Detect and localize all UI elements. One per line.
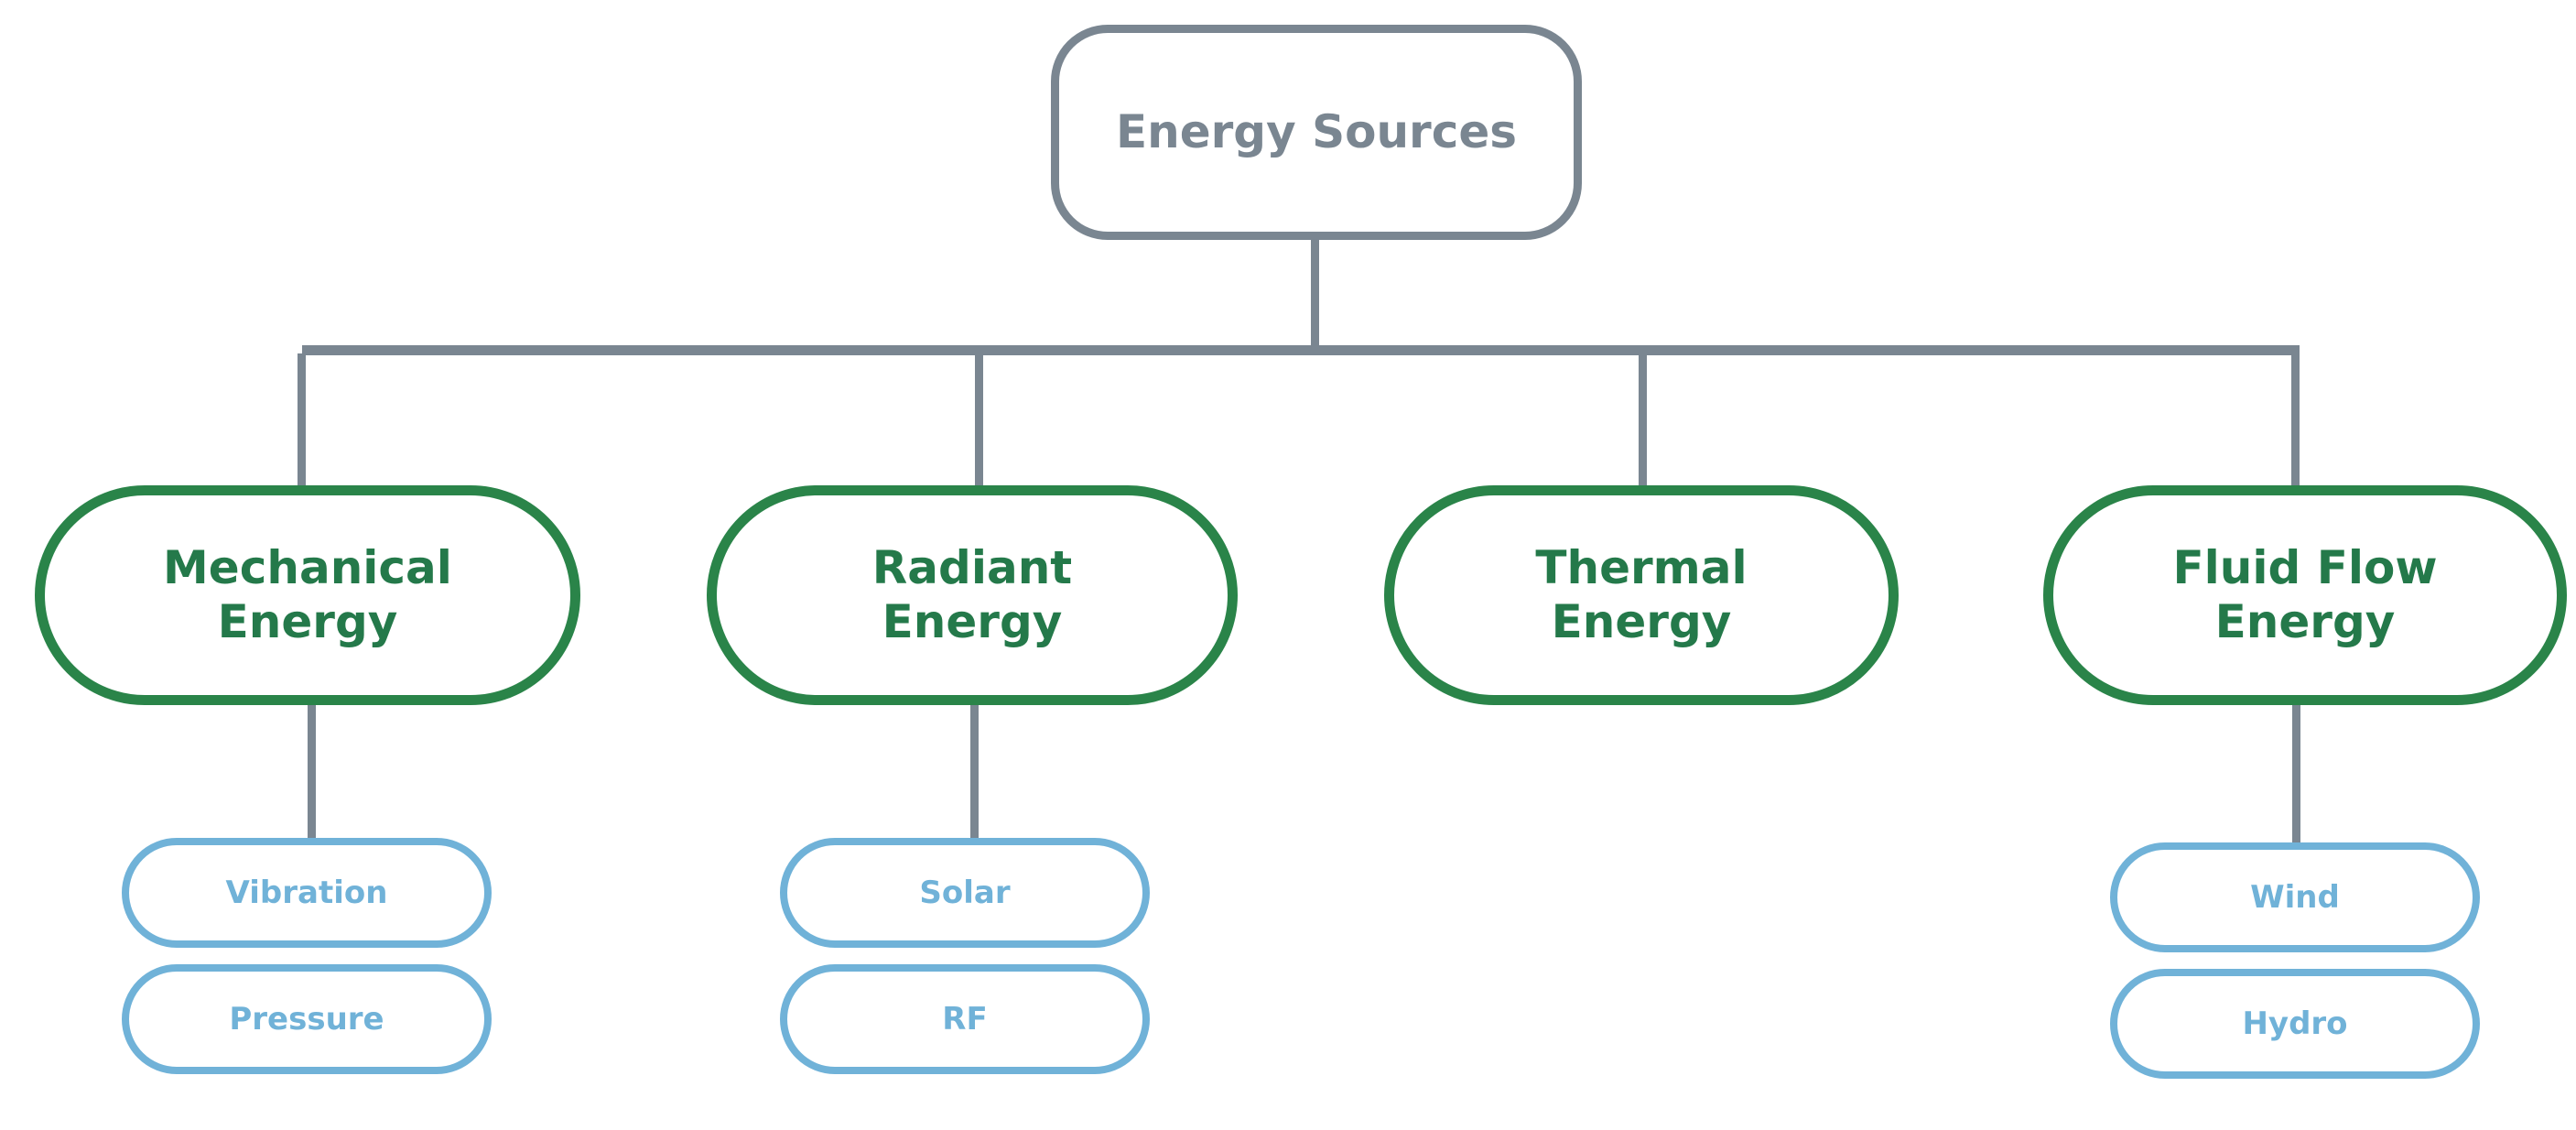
node-category-radiant-label: Radiant Energy <box>872 541 1072 649</box>
node-leaf-wind[interactable]: Wind <box>2110 842 2480 952</box>
node-category-thermal-line2: Energy <box>1551 595 1732 648</box>
node-root-label: Energy Sources <box>1115 105 1518 158</box>
node-leaf-hydro-label: Hydro <box>2242 1005 2348 1042</box>
node-category-mechanical-label: Mechanical Energy <box>163 541 452 649</box>
node-root[interactable]: Energy Sources <box>1051 25 1582 240</box>
connector-root-stem <box>1311 238 1319 353</box>
node-category-radiant-line2: Energy <box>882 595 1063 648</box>
node-category-radiant[interactable]: Radiant Energy <box>707 485 1238 705</box>
node-category-thermal-label: Thermal Energy <box>1535 541 1747 649</box>
node-leaf-solar[interactable]: Solar <box>780 838 1150 948</box>
node-leaf-vibration[interactable]: Vibration <box>122 838 492 948</box>
connector-drop-thermal <box>1639 353 1647 491</box>
connector-stem-radiant <box>970 701 979 842</box>
node-leaf-rf[interactable]: RF <box>780 964 1150 1074</box>
connector-stem-fluid-flow <box>2292 701 2300 842</box>
node-category-thermal[interactable]: Thermal Energy <box>1384 485 1899 705</box>
node-category-fluid-flow-line1: Fluid Flow <box>2172 541 2438 594</box>
connector-bus <box>302 345 2300 355</box>
node-category-radiant-line1: Radiant <box>871 541 1073 594</box>
connector-drop-mechanical <box>298 353 306 491</box>
node-category-mechanical-line2: Energy <box>217 595 398 648</box>
node-leaf-solar-label: Solar <box>919 874 1011 911</box>
node-leaf-wind-label: Wind <box>2250 878 2340 916</box>
node-leaf-hydro[interactable]: Hydro <box>2110 969 2480 1079</box>
connector-drop-radiant <box>975 353 983 491</box>
node-leaf-vibration-label: Vibration <box>225 874 388 911</box>
node-category-mechanical[interactable]: Mechanical Energy <box>35 485 580 705</box>
node-category-fluid-flow[interactable]: Fluid Flow Energy <box>2043 485 2567 705</box>
node-category-fluid-flow-line2: Energy <box>2214 595 2396 648</box>
node-category-thermal-line1: Thermal <box>1535 541 1748 594</box>
connector-drop-fluid-flow <box>2291 353 2300 491</box>
node-leaf-pressure-label: Pressure <box>229 1000 384 1038</box>
connector-stem-mechanical <box>308 701 316 842</box>
node-leaf-rf-label: RF <box>942 1000 988 1038</box>
node-category-fluid-flow-label: Fluid Flow Energy <box>2172 541 2437 649</box>
node-leaf-pressure[interactable]: Pressure <box>122 964 492 1074</box>
node-category-mechanical-line1: Mechanical <box>163 541 452 594</box>
